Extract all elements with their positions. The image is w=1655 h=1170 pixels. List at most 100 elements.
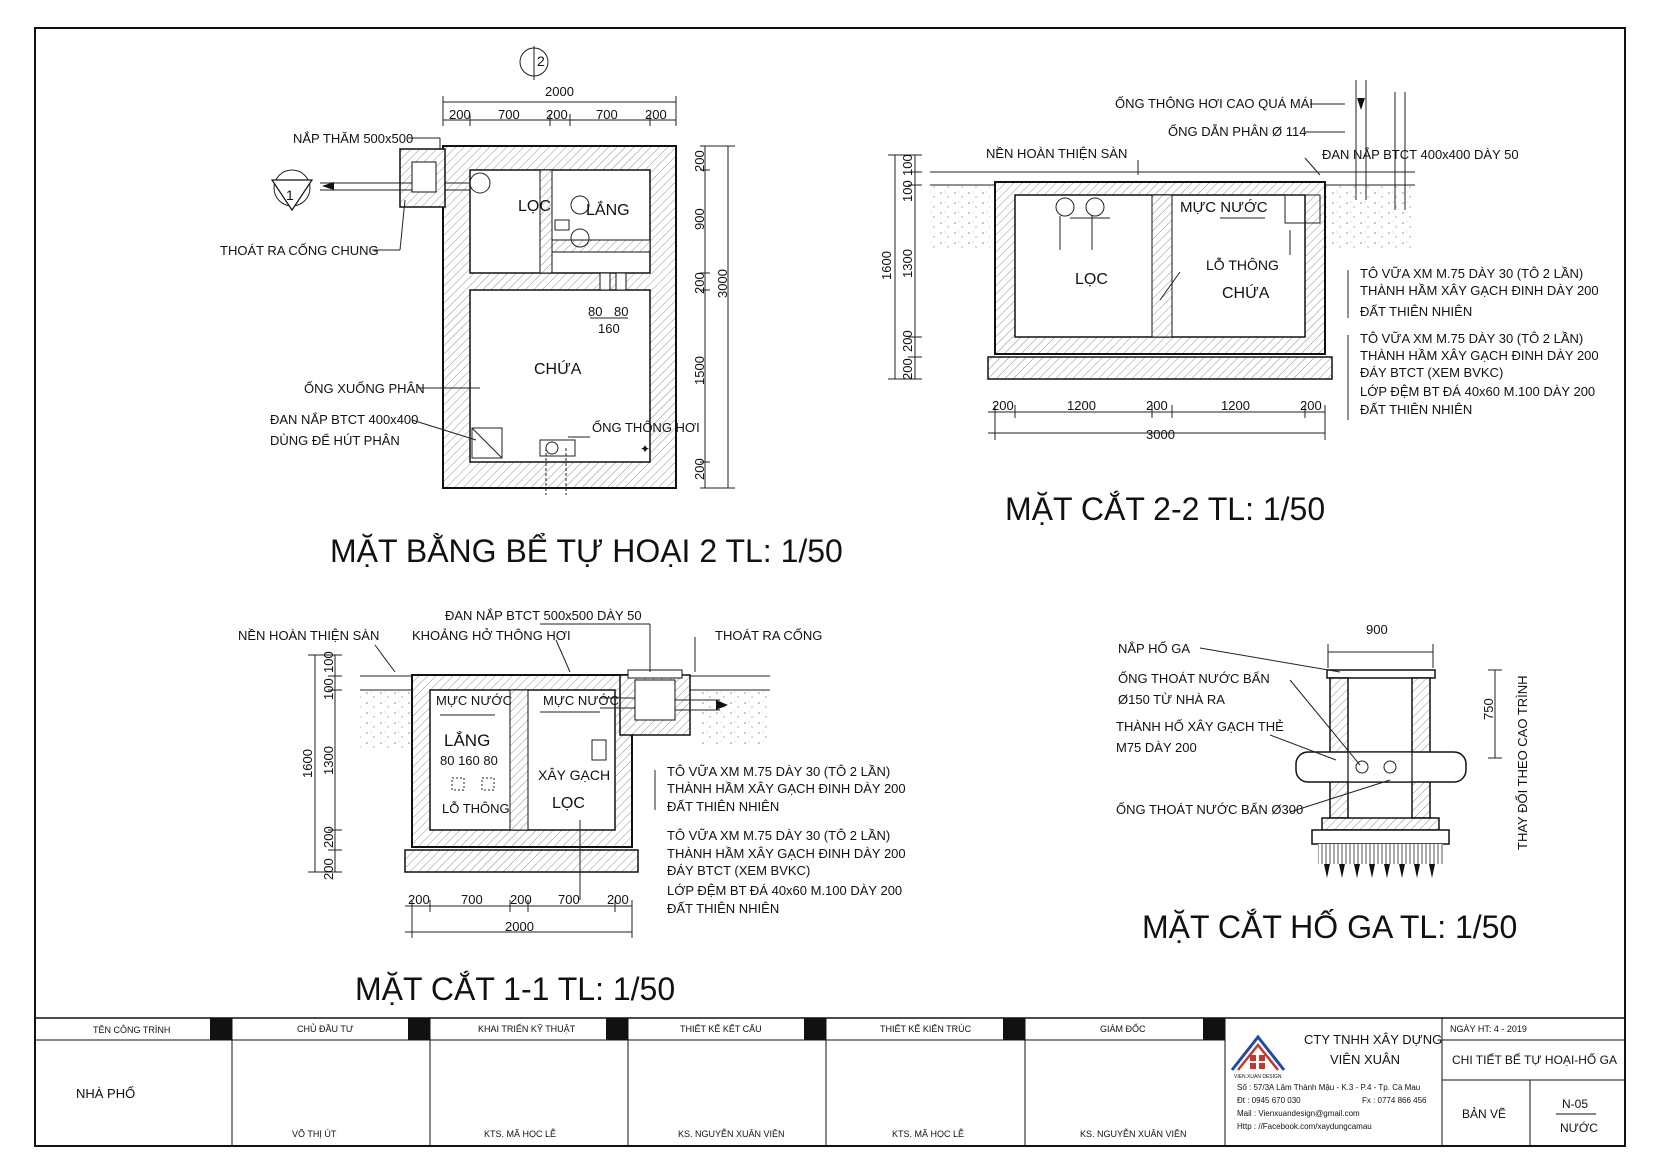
section-1-1-view: 100 100 1300 200 200 1600 200 700 200 70…: [238, 608, 906, 1007]
sec22-note-3: TÔ VỮA XM M.75 DÀY 30 (TÔ 2 LẦN): [1360, 331, 1583, 346]
sec11-dim-left-2: 1300: [321, 746, 336, 775]
sec22-label-lo-thong: LỖ THÔNG: [1206, 256, 1279, 273]
sec22-note-1: THÀNH HẦM XÂY GẠCH ĐINH DÀY 200: [1360, 283, 1599, 298]
sec11-dim-left-1: 100: [321, 678, 336, 700]
sec22-dim-bottom-4: 200: [1300, 398, 1322, 413]
sec22-dim-left-0: 100: [900, 154, 915, 176]
tb-header-1: CHỦ ĐẦU TƯ: [297, 1023, 354, 1034]
plan-dim-top-0: 200: [449, 107, 471, 122]
plan-dim-right-total: 3000: [715, 269, 730, 298]
company-logo: VIEN XUAN DESIGN: [1230, 1034, 1286, 1080]
plan-room-loc: LỌC: [518, 198, 551, 215]
section-mark-top-label: 2: [537, 53, 545, 69]
section-mark-left: 1: [270, 169, 314, 212]
tb-name-1: KTS. MÃ HỌC LỄ: [484, 1128, 556, 1139]
hoga-vertical-note: THAY ĐỔI THEO CAO TRÌNH: [1515, 675, 1530, 850]
sec22-dim-left-1: 100: [900, 180, 915, 202]
title-block: TÊN CÔNG TRÌNH CHỦ ĐẦU TƯ KHAI TRIỂN KỸ …: [35, 1017, 1625, 1146]
tb-mail: Mail : Vienxuandesign@gmail.com: [1237, 1109, 1360, 1118]
plan-dim-inner-0: 80: [588, 304, 602, 319]
sec22-note-7: ĐẤT THIÊN NHIÊN: [1360, 402, 1472, 417]
sec11-label-muc-nuoc-2: MỰC NƯỚC: [543, 693, 619, 708]
tb-name-3: KTS. MÃ HỌC LỄ: [892, 1128, 964, 1139]
plan-title: MẶT BẰNG BỂ TỰ HOẠI 2 TL: 1/50: [330, 533, 843, 569]
sec22-label-chua: CHỨA: [1222, 283, 1270, 302]
hoga-label-thanh-1: THÀNH HỐ XÂY GẠCH THẺ: [1116, 719, 1284, 734]
section-mark-left-label: 1: [286, 187, 294, 203]
sec22-dim-left-2: 1300: [900, 249, 915, 278]
sec22-dim-bottom-2: 200: [1146, 398, 1168, 413]
section-2-2-view: 100 100 1300 200 200 1600 200 1200 200 1…: [879, 80, 1599, 527]
tb-header-0: TÊN CÔNG TRÌNH: [93, 1025, 170, 1035]
sec11-dim-left-total: 1600: [300, 749, 315, 778]
sec11-dim-bottom-1: 700: [461, 892, 483, 907]
sec11-dim-bottom-total: 2000: [505, 919, 534, 934]
sec11-label-khoang-ho: KHOẢNG HỞ THÔNG HƠI: [412, 628, 571, 643]
plan-dim-right-2: 200: [692, 272, 707, 294]
plan-dim-right-4: 200: [692, 458, 707, 480]
plan-dim-inner-1: 80: [614, 304, 628, 319]
sec22-dim-bottom-total: 3000: [1146, 427, 1175, 442]
tb-address: Số : 57/3A Lâm Thành Mậu - K.3 - P.4 - T…: [1237, 1083, 1420, 1092]
tb-date: NGÀY HT: 4 - 2019: [1450, 1024, 1527, 1034]
sec11-dim-bottom-4: 200: [607, 892, 629, 907]
sec11-dim-left-3: 200: [321, 826, 336, 848]
plan-dim-top-4: 200: [645, 107, 667, 122]
sec11-dim-bottom-2: 200: [510, 892, 532, 907]
sec11-label-inner-dims: 80 160 80: [440, 753, 498, 768]
sheet-border: [34, 27, 1626, 1147]
sec11-label-xay-gach: XÂY GẠCH: [538, 767, 610, 783]
tb-header-5: GIÁM ĐỐC: [1100, 1023, 1146, 1034]
sec22-dim-bottom-3: 1200: [1221, 398, 1250, 413]
sec11-note-0: TÔ VỮA XM M.75 DÀY 30 (TÔ 2 LẦN): [667, 764, 890, 779]
plan-dim-top-2: 200: [546, 107, 568, 122]
sec11-note-3: TÔ VỮA XM M.75 DÀY 30 (TÔ 2 LẦN): [667, 828, 890, 843]
sec11-dim-bottom-0: 200: [408, 892, 430, 907]
sec22-dim-left-total: 1600: [879, 251, 894, 280]
plan-dim-top-total: 2000: [545, 84, 574, 99]
plan-room-lang: LẮNG: [586, 200, 630, 219]
sec11-label-loc: LỌC: [552, 795, 585, 812]
tb-phone: Đt : 0945 670 030: [1237, 1096, 1301, 1105]
sec11-note-7: ĐẤT THIÊN NHIÊN: [667, 901, 779, 916]
tb-company-1: CTY TNHH XÂY DỰNG: [1304, 1032, 1442, 1047]
plan-dim-inner-2: 160: [598, 321, 620, 336]
sec11-label-lang: LẮNG: [444, 731, 490, 750]
sec22-title: MẶT CẮT 2-2 TL: 1/50: [1005, 491, 1325, 527]
sec11-note-2: ĐẤT THIÊN NHIÊN: [667, 799, 779, 814]
sec22-label-nen: NỀN HOÀN THIỆN SÀN: [986, 146, 1127, 161]
hoga-label-ong-ban-2: Ø150 TỪ NHÀ RA: [1118, 692, 1225, 707]
sec11-note-4: THÀNH HẦM XÂY GẠCH ĐINH DÀY 200: [667, 846, 906, 861]
hoga-view: 900 750 THAY ĐỔI THEO CAO TRÌNH: [1116, 622, 1530, 945]
plan-label-ong-thong-hoi: ỐNG THÔNG HƠI: [592, 420, 700, 435]
plan-label-dan-nap-2: DÙNG ĐỂ HÚT PHÂN: [270, 433, 400, 448]
tb-name-2: KS. NGUYỄN XUÂN VIÊN: [678, 1128, 785, 1139]
hoga-label-ong-ban-1: ỐNG THOÁT NƯỚC BẨN: [1118, 671, 1270, 686]
sec22-label-ong-thong-hoi: ỐNG THÔNG HƠI CAO QUÁ MÁI: [1115, 96, 1313, 111]
svg-text:✦: ✦: [640, 442, 650, 456]
sec11-label-thoat-ra: THOÁT RA CỐNG: [715, 628, 822, 643]
plan-label-thoat-ra: THOÁT RA CỐNG CHUNG: [220, 243, 379, 258]
plan-label-dan-nap-1: ĐAN NẮP BTCT 400x400: [270, 412, 418, 427]
sec11-label-muc-nuoc-1: MỰC NƯỚC: [436, 693, 512, 708]
tb-header-3: THIẾT KẾ KẾT CẤU: [680, 1024, 762, 1034]
tb-name-0: VÕ THỊ ÚT: [292, 1129, 337, 1139]
plan-view: 2 1: [220, 46, 843, 569]
hoga-label-nap: NẮP HỐ GA: [1118, 641, 1190, 656]
sec22-label-ong-dan: ỐNG DẪN PHÂN Ø 114: [1168, 124, 1306, 139]
sec22-dim-bottom-1: 1200: [1067, 398, 1096, 413]
tb-drawing-title: CHI TIẾT BỂ TỰ HOẠI-HỐ GA: [1452, 1052, 1617, 1067]
hoga-title: MẶT CẮT HỐ GA TL: 1/50: [1142, 909, 1517, 945]
sec11-dim-left-4: 200: [321, 858, 336, 880]
plan-dim-right-0: 200: [692, 150, 707, 172]
sec11-dim-bottom-3: 700: [558, 892, 580, 907]
tb-header-2: KHAI TRIỂN KỸ THUẬT: [478, 1023, 576, 1034]
tb-http: Http : //Facebook.com/xaydungcamau: [1237, 1122, 1372, 1131]
hoga-dim-top: 900: [1366, 622, 1388, 637]
tb-company-2: VIÊN XUÂN: [1330, 1052, 1400, 1067]
sec22-note-4: THÀNH HẦM XÂY GẠCH ĐINH DÀY 200: [1360, 348, 1599, 363]
sec22-label-muc-nuoc: MỰC NƯỚC: [1180, 199, 1268, 216]
hoga-label-thanh-2: M75 DÀY 200: [1116, 740, 1197, 755]
sec11-label-lo-thong: LỖ THÔNG: [442, 801, 510, 816]
